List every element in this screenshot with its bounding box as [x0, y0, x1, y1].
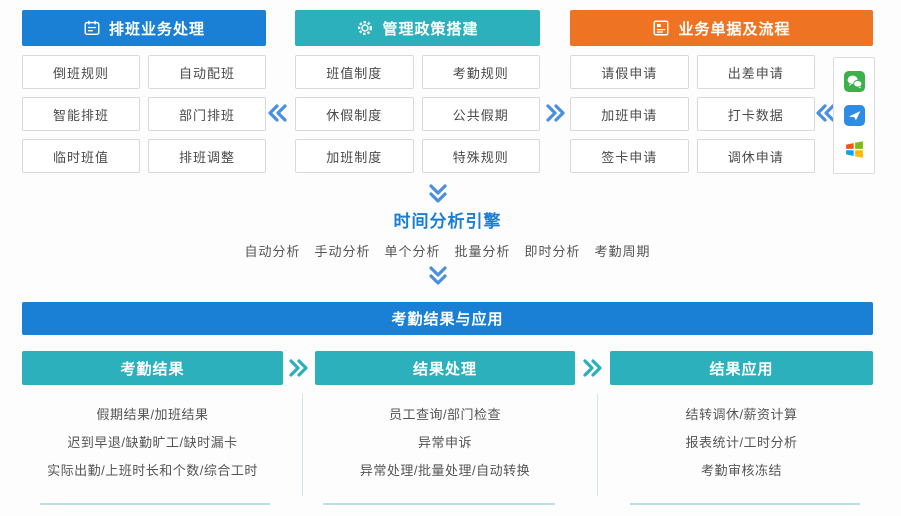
list-item: 实际出勤/上班时长和个数/综合工时 [47, 463, 258, 478]
chevron-right-icon [286, 356, 312, 380]
column-policy: 管理政策搭建 班值制度 考勤规则 休假制度 公共假期 加班制度 特殊规则 [295, 10, 540, 173]
box-punch-data: 打卡数据 [696, 97, 815, 131]
list-item: 结转调休/薪资计算 [685, 407, 798, 422]
cutoff-box-edge [630, 503, 860, 505]
box-public-holiday: 公共假期 [421, 97, 540, 131]
chevron-left-icon [264, 101, 290, 125]
chevron-right-icon [580, 356, 606, 380]
engine-items: 自动分析 手动分析 单个分析 批量分析 即时分析 考勤周期 [22, 241, 873, 260]
box-overtime-request: 加班申请 [570, 97, 689, 131]
box-overtime-system: 加班制度 [295, 139, 414, 173]
calendar-icon [83, 19, 101, 37]
chevron-down-icon [425, 182, 451, 206]
box-schedule-adjust: 排班调整 [148, 139, 266, 173]
result-processing-list: 员工查询/部门检查 异常申诉 异常处理/批量处理/自动转换 [315, 401, 575, 485]
column-divider [597, 394, 598, 496]
cutoff-box-edge [40, 503, 270, 505]
scheduling-boxes: 倒班规则 自动配班 智能排班 部门排班 临时班值 排班调整 [22, 55, 266, 173]
forms-banner: 业务单据及流程 [570, 10, 873, 46]
engine-title: 时间分析引擎 [393, 212, 502, 231]
list-item: 异常处理/批量处理/自动转换 [359, 463, 531, 478]
engine-item-batch: 批量分析 [454, 244, 511, 259]
box-card-request: 签卡申请 [570, 139, 689, 173]
dingtalk-icon [843, 105, 865, 126]
result-application-list: 结转调休/薪资计算 报表统计/工时分析 考勤审核冻结 [610, 401, 873, 485]
section-result-processing: 结果处理 [315, 351, 575, 385]
cutoff-box-edge [323, 503, 555, 505]
box-travel-request: 出差申请 [696, 55, 815, 89]
box-shift-system: 班值制度 [295, 55, 414, 89]
list-item: 迟到早退/缺勤旷工/缺时漏卡 [67, 435, 238, 450]
engine-item-auto: 自动分析 [244, 244, 301, 259]
policy-banner: 管理政策搭建 [295, 10, 540, 46]
box-dept-scheduling: 部门排班 [148, 97, 266, 131]
engine-item-single: 单个分析 [384, 244, 441, 259]
banner-title: 管理政策搭建 [382, 20, 479, 38]
engine-item-instant: 即时分析 [524, 244, 581, 259]
box-temp-shift: 临时班值 [22, 139, 140, 173]
gear-icon [356, 19, 374, 37]
forms-boxes: 请假申请 出差申请 加班申请 打卡数据 签卡申请 调休申请 [570, 55, 815, 173]
engine-item-manual: 手动分析 [314, 244, 371, 259]
chevron-right-icon [543, 101, 569, 125]
attendance-results-list: 假期结果/加班结果 迟到早退/缺勤旷工/缺时漏卡 实际出勤/上班时长和个数/综合… [22, 401, 283, 485]
column-scheduling: 排班业务处理 倒班规则 自动配班 智能排班 部门排班 临时班值 排班调整 [22, 10, 266, 173]
box-comp-leave-request: 调休申请 [696, 139, 815, 173]
scheduling-banner: 排班业务处理 [22, 10, 266, 46]
column-forms: 业务单据及流程 请假申请 出差申请 加班申请 打卡数据 签卡申请 调休申请 [570, 10, 873, 173]
list-item: 考勤审核冻结 [700, 463, 782, 478]
chevron-down-icon [425, 264, 451, 288]
banner-title: 排班业务处理 [108, 20, 205, 38]
section-result-application: 结果应用 [610, 351, 873, 385]
box-special-rules: 特殊规则 [421, 139, 540, 173]
windows-icon [844, 139, 865, 160]
column-divider [302, 394, 303, 496]
box-shift-rules: 倒班规则 [22, 55, 140, 89]
engine-item-cycle: 考勤周期 [594, 244, 651, 259]
box-smart-scheduling: 智能排班 [22, 97, 140, 131]
banner-title: 业务单据及流程 [678, 20, 791, 38]
box-leave-system: 休假制度 [295, 97, 414, 131]
list-item: 员工查询/部门检查 [388, 407, 502, 422]
flow-icon [652, 19, 670, 37]
integration-panel [833, 57, 875, 174]
list-item: 异常申诉 [417, 435, 472, 450]
wechat-icon [843, 71, 865, 92]
box-leave-request: 请假申请 [570, 55, 689, 89]
box-attendance-rules: 考勤规则 [421, 55, 540, 89]
chevron-left-icon [812, 101, 838, 125]
box-auto-assign: 自动配班 [148, 55, 266, 89]
list-item: 假期结果/加班结果 [96, 407, 209, 422]
section-attendance-results: 考勤结果 [22, 351, 283, 385]
results-banner: 考勤结果与应用 [22, 302, 873, 335]
policy-boxes: 班值制度 考勤规则 休假制度 公共假期 加班制度 特殊规则 [295, 55, 540, 173]
list-item: 报表统计/工时分析 [685, 435, 798, 450]
